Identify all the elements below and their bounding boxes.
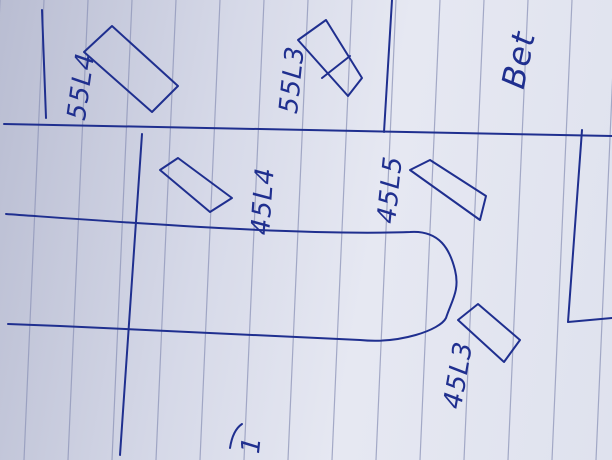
divider-line-top [4,124,612,136]
box-3 [160,158,232,212]
vertical-line-left [120,134,142,455]
box-2-mark [322,56,350,78]
corner-line-right [568,318,612,322]
fragment-bottom-left: 1 [236,435,268,456]
label-mid-left: 45L4 [246,166,281,236]
vertical-line-right [568,130,582,322]
vertical-line-top-left [42,10,46,118]
